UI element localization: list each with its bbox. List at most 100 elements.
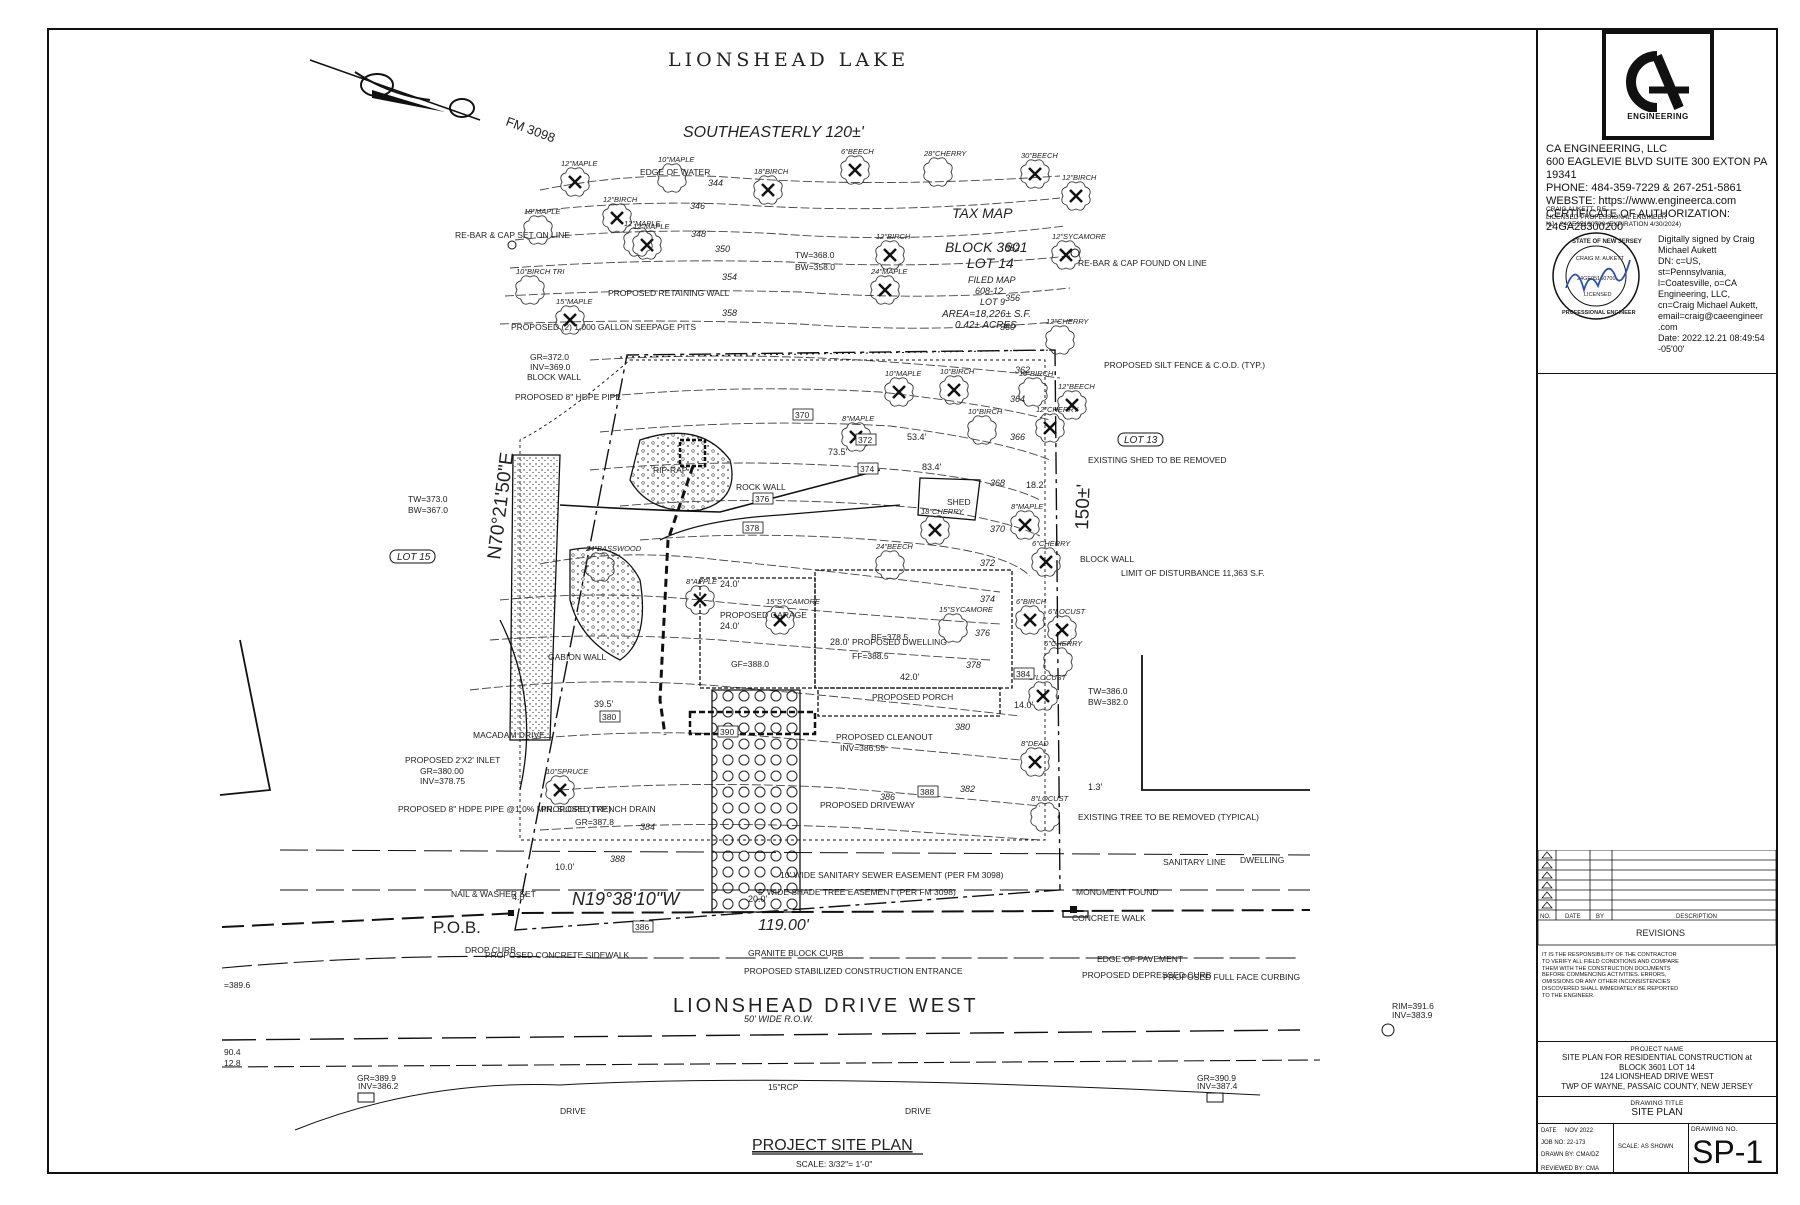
tree-canopy — [875, 550, 905, 580]
south-boundary-distance: 119.00' — [758, 917, 810, 934]
spot-grade-box — [632, 920, 654, 933]
project-divider — [1538, 1096, 1776, 1097]
tree-canopy — [1020, 747, 1050, 777]
site-improvements — [219, 359, 1310, 918]
plan-annotation: DRIVE — [905, 1106, 931, 1116]
plan-annotation: CONCRETE WALK — [1072, 913, 1146, 923]
dimension-label: 24.0' — [720, 579, 740, 589]
date-value: NOV 2022 — [1564, 1128, 1593, 1134]
tree-removal-mark — [693, 593, 707, 607]
spot-grade-label: 378 — [745, 523, 759, 533]
tree-symbol: 12"BIRCH — [602, 195, 638, 233]
spot-grade-box — [855, 433, 877, 446]
tree-label: 24"BASSWOOD — [585, 544, 642, 553]
seal-number-text: 24GE05160700 — [1577, 276, 1616, 282]
plan-annotation: EXISTING TREE TO BE REMOVED (TYPICAL) — [1078, 812, 1259, 822]
plan-annotation: RIP-RAP — [653, 465, 688, 475]
tree-label: 6"LOCUST — [1048, 607, 1087, 616]
tree-label: 15"MAPLE — [556, 297, 593, 306]
tree-symbol: 6"CHERRY — [1031, 539, 1071, 577]
project-name-label: PROJECT NAME — [1630, 1046, 1684, 1053]
tree-canopy — [685, 585, 715, 615]
tree-removal-mark — [563, 313, 577, 327]
drawn-by-label: DRAWN BY: — [1541, 1152, 1575, 1158]
neighbor-dwelling — [1141, 655, 1310, 791]
dimension-label: 73.5' — [828, 447, 848, 457]
row-width-label: 50' WIDE R.O.W. — [744, 1014, 813, 1024]
digital-signature-line: st=Pennsylvania, — [1658, 267, 1727, 277]
tree-removal-mark — [947, 383, 961, 397]
contour-label: 388 — [610, 854, 625, 864]
scale-label: SCALE: — [1618, 1144, 1640, 1150]
tree-canopy — [602, 203, 632, 233]
tree-removal-mark — [568, 175, 582, 189]
tree-label: 12"BIRCH — [603, 195, 638, 204]
tree-label: 8"LOCUST — [1031, 794, 1070, 803]
tree-label: 12"BIRCH — [876, 232, 911, 241]
tree-label: 8"APPLE — [686, 577, 718, 586]
spot-grade-box — [752, 492, 774, 505]
plan-annotation: PROPOSED CLEANOUT — [836, 732, 933, 742]
tree-label: 18"CHERRY — [921, 507, 964, 516]
digital-signature-line: -05'00' — [1658, 344, 1685, 354]
dimension-label: 18.2' — [1026, 480, 1046, 490]
existing-shed — [917, 477, 981, 521]
tree-removal-mark — [1018, 518, 1032, 532]
gabion-wall — [499, 619, 528, 791]
tree-canopy — [1057, 390, 1087, 420]
tree-canopy — [515, 275, 545, 305]
reviewed-by-value: CMA — [1585, 1166, 1600, 1172]
tree-symbol: 10"MAPLE — [884, 369, 922, 407]
tree-removal-mark — [610, 211, 624, 225]
rip-rap-area-2 — [569, 547, 644, 661]
info-grid-vline — [1688, 1123, 1689, 1172]
plan-annotation: 12.8 — [224, 1058, 241, 1068]
filed-map-line: 608-12 — [975, 286, 1003, 296]
dimension-label: 24.0' — [720, 621, 740, 631]
plan-annotation: PROPOSED 8" HDPE PIPE — [515, 392, 621, 402]
retaining-wall — [559, 469, 881, 513]
tree-canopy — [840, 155, 870, 185]
dimension-label: 14.0' — [1014, 700, 1034, 710]
plan-annotation: INV=369.0 — [530, 362, 571, 372]
plan-annotation: LIMIT OF DISTURBANCE 11,363 S.F. — [1121, 568, 1265, 578]
tree-label: 6"BEECH — [841, 147, 874, 156]
company-address: 600 EAGLEVIE BLVD SUITE 300 EXTON PA 193… — [1546, 156, 1767, 181]
plan-annotation: PROPOSED SILT FENCE & C.O.D. (TYP.) — [1104, 360, 1265, 370]
dimension-label: 10.0' — [555, 862, 575, 872]
plan-annotation: GR=387.8 — [575, 817, 614, 827]
plan-annotation: TW=368.0 — [795, 250, 835, 260]
plan-annotation: ROCK WALL — [736, 482, 786, 492]
lake-name-label: LIONSHEAD LAKE — [668, 49, 909, 71]
contour-label: 384 — [640, 822, 655, 832]
contour-labels: 344 346 348 350 352 354 356 358 360 362 … — [610, 178, 1030, 864]
contour-label: 350 — [715, 244, 730, 254]
tree-removal-mark — [1028, 755, 1042, 769]
spot-grade-box — [857, 462, 879, 475]
info-grid — [1538, 1123, 1776, 1172]
tree-canopy — [939, 375, 969, 405]
disclaimer-box — [1538, 945, 1776, 1042]
tree-label: 6"BIRCH — [1016, 597, 1047, 606]
tree-label: 8"DEAD — [1021, 739, 1049, 748]
signature-mark — [1565, 259, 1631, 294]
tree-symbol: 18"BIRCH — [753, 167, 789, 205]
plan-annotation: GRANITE BLOCK CURB — [748, 948, 844, 958]
tree-label: 10"BIRCH — [968, 407, 1003, 416]
plan-annotation: PROPOSED DWELLING — [852, 637, 947, 647]
drawn-by-value: CMA/DZ — [1576, 1152, 1600, 1158]
contour-label: 376 — [975, 628, 990, 638]
tree-removal-mark — [878, 283, 892, 297]
tree-canopy — [545, 775, 575, 805]
seal-license-text: LICENSED — [1584, 292, 1612, 298]
sanitary-line — [279, 849, 1311, 856]
digital-signature-line: cn=Craig Michael Aukett, — [1658, 300, 1758, 310]
tree-symbol: 10"BIRCH — [967, 407, 1003, 445]
plan-annotation: EDGE OF PAVEMENT — [1097, 954, 1183, 964]
tree-removal-mark — [928, 523, 942, 537]
proposed-garage-outline — [699, 577, 816, 689]
dimension-label: 53.4' — [907, 432, 927, 442]
tree-symbol: 12"SYCAMORE — [1051, 232, 1107, 270]
tree-symbol: 12"BIRCH — [875, 232, 911, 270]
